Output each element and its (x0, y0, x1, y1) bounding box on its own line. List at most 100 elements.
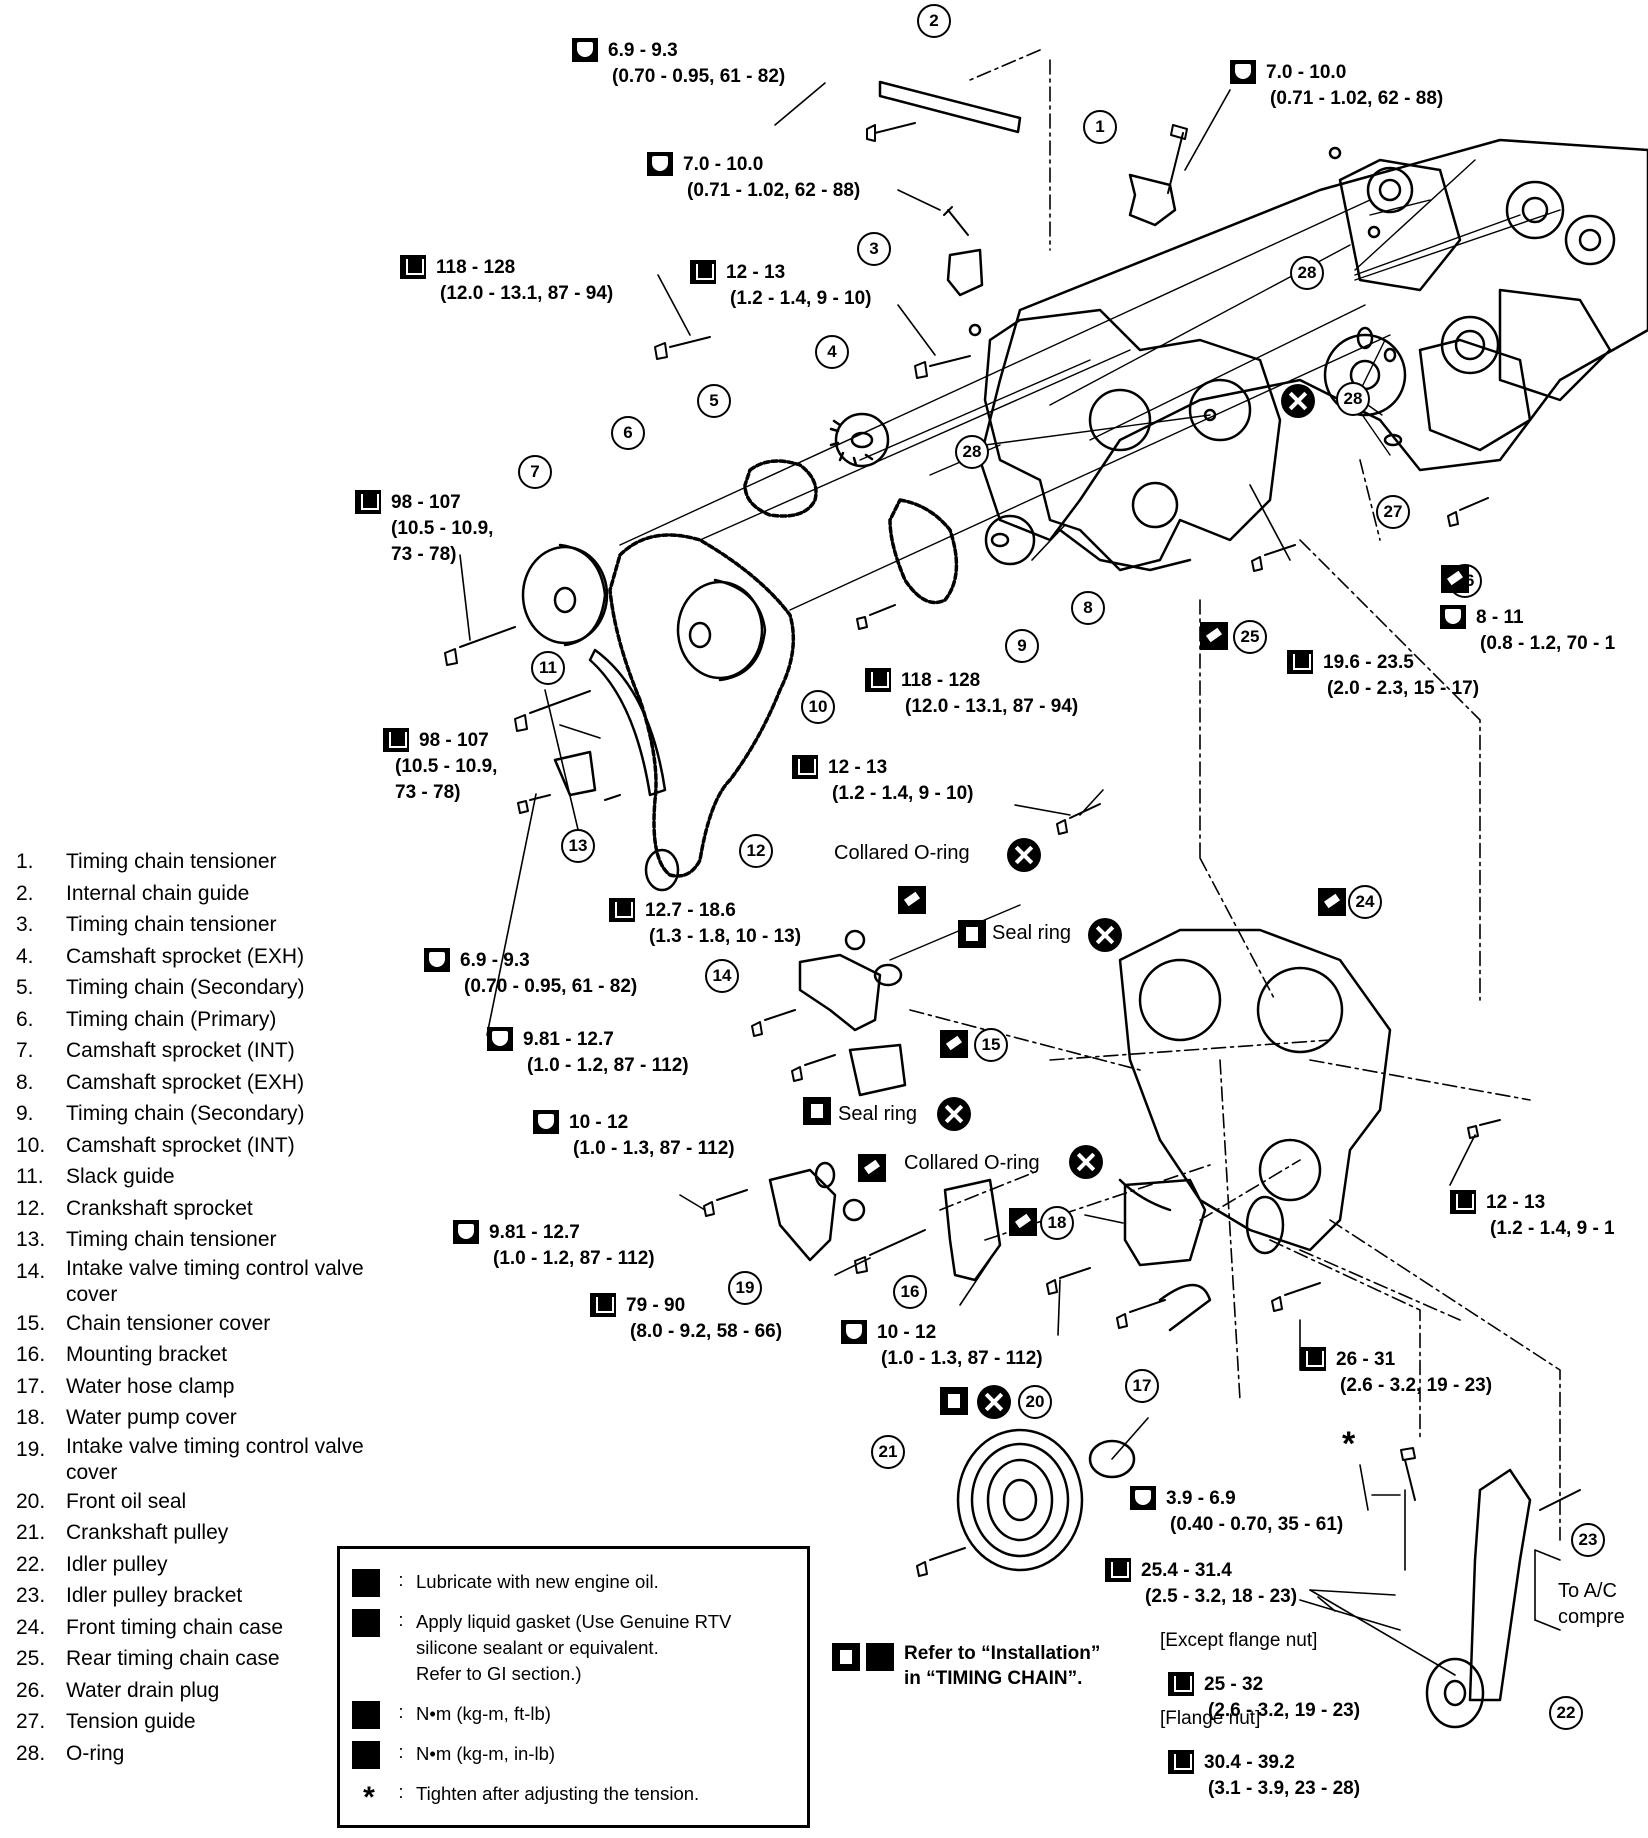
list-item: 13.Timing chain tensioner (16, 1228, 277, 1251)
callout: 11 (531, 651, 565, 685)
crankshaft-sprocket-12 (644, 848, 680, 892)
callout: 20 (1018, 1385, 1052, 1419)
callout: 15 (974, 1028, 1008, 1062)
torque-spec: 12 - 13(1.2 - 1.4, 9 - 10) (690, 260, 872, 312)
torque-inlb-icon (533, 1110, 559, 1134)
liquid-gasket-icon (898, 886, 926, 914)
list-item: 28.O-ring (16, 1741, 125, 1765)
collared-oring-label: Collared O-ring (904, 1152, 1040, 1174)
crankshaft-pulley-21 (956, 1428, 1084, 1572)
liquid-gasket-icon (858, 1154, 886, 1182)
idler-pulley-22 (1425, 1657, 1485, 1729)
list-item: 12.Crankshaft sprocket (16, 1196, 253, 1220)
hose-clamp-17 (1158, 1283, 1212, 1332)
torque-inlb-icon (424, 948, 450, 972)
torque-spec: 118 - 128(12.0 - 13.1, 87 - 94) (400, 255, 613, 307)
flange-nut-label: [Flange nut] (1160, 1708, 1261, 1729)
lubricate-oil-icon (803, 1097, 831, 1125)
liquid-gasket-icon (1441, 565, 1469, 593)
tensioner-3 (946, 248, 984, 297)
liquid-gasket-icon (1200, 622, 1228, 650)
parts-list: 1.Timing chain tensioner 2.Internal chai… (16, 846, 426, 1769)
refer-installation-label: Refer to “Installation” (904, 1643, 1101, 1664)
list-item: 5.Timing chain (Secondary) (16, 976, 305, 999)
torque-spec: 6.9 - 9.3(0.70 - 0.95, 61 - 82) (572, 38, 785, 90)
callout: 17 (1125, 1369, 1159, 1403)
replace-x-icon (937, 1097, 971, 1131)
list-item: 22.Idler pulley (16, 1552, 168, 1576)
cover-14 (798, 953, 882, 1032)
list-item: 9.Timing chain (Secondary) (16, 1102, 305, 1125)
torque-ftlb-icon (1287, 650, 1313, 674)
torque-ftlb-icon (1168, 1750, 1194, 1774)
callout: 18 (1040, 1206, 1074, 1240)
list-item: 10.Camshaft sprocket (INT) (16, 1133, 295, 1157)
legend-item: : N•m (kg-m, ft-lb) (352, 1701, 796, 1729)
asterisk-mark: * (1342, 1425, 1356, 1463)
torque-ftlb-icon (590, 1293, 616, 1317)
seal-ring-label: Seal ring (838, 1103, 917, 1125)
callout: 9 (1005, 629, 1039, 663)
to-ac-label: To A/C (1558, 1580, 1617, 1602)
list-item: 4.Camshaft sprocket (EXH) (16, 944, 305, 968)
torque-spec: 12 - 13(1.2 - 1.4, 9 - 10) (792, 755, 974, 807)
cover-15 (848, 1043, 907, 1097)
timing-chain-secondary-5 (743, 459, 818, 518)
cover-19 (768, 1168, 837, 1262)
torque-inlb-icon (453, 1220, 479, 1244)
list-item: 11.Slack guide (16, 1165, 175, 1188)
to-ac-label: compre (1558, 1606, 1625, 1628)
list-item: 15.Chain tensioner cover (16, 1311, 271, 1335)
callout: 28 (1290, 256, 1324, 290)
list-item: 1.Timing chain tensioner (16, 850, 277, 873)
torque-ftlb-icon (866, 1643, 894, 1671)
torque-spec: 25.4 - 31.4(2.5 - 3.2, 18 - 23) (1105, 1558, 1297, 1610)
replace-x-icon (977, 1385, 1011, 1419)
callout: 27 (1376, 495, 1410, 529)
except-flange-nut-label: [Except flange nut] (1160, 1630, 1318, 1651)
callout: 1 (1083, 110, 1117, 144)
callout: 7 (518, 455, 552, 489)
liquid-gasket-icon (1009, 1208, 1037, 1236)
lubricate-oil-icon (832, 1643, 860, 1671)
torque-spec: 7.0 - 10.0(0.71 - 1.02, 62 - 88) (647, 152, 860, 204)
liquid-gasket-icon (940, 1030, 968, 1058)
callout: 28 (955, 435, 989, 469)
torque-spec: 10 - 12(1.0 - 1.3, 87 - 112) (841, 1320, 1043, 1372)
front-oil-seal-20 (1088, 1439, 1136, 1479)
symbol-legend: : Lubricate with new engine oil. : Apply… (337, 1546, 810, 1828)
torque-inlb-icon (487, 1027, 513, 1051)
torque-spec: 9.81 - 12.7(1.0 - 1.2, 87 - 112) (453, 1220, 655, 1272)
tensioner-1 (1128, 173, 1177, 227)
torque-inlb-icon (1230, 60, 1256, 84)
liquid-gasket-icon (1318, 888, 1346, 916)
callout: 23 (1571, 1523, 1605, 1557)
lubricate-oil-icon (352, 1569, 380, 1597)
callout: 10 (801, 690, 835, 724)
list-item: 17.Water hose clamp (16, 1374, 235, 1398)
torque-spec: 9.81 - 12.7(1.0 - 1.2, 87 - 112) (487, 1027, 689, 1079)
callout: 16 (893, 1275, 927, 1309)
callout: 4 (815, 335, 849, 369)
lubricate-oil-icon (958, 920, 986, 948)
torque-ftlb-icon (383, 728, 409, 752)
list-item: 3.Timing chain tensioner (16, 913, 277, 936)
torque-spec: 10 - 12(1.0 - 1.3, 87 - 112) (533, 1110, 735, 1162)
camshaft-sprocket-exh-4 (834, 412, 890, 468)
list-item: 8.Camshaft sprocket (EXH) (16, 1070, 305, 1094)
callout: 12 (739, 834, 773, 868)
rear-timing-chain-case (983, 308, 1282, 572)
list-item: 25.Rear timing chain case (16, 1647, 280, 1670)
torque-spec: 25 - 32(2.6 - 3.2, 19 - 23) (1168, 1672, 1360, 1724)
torque-ftlb-icon (865, 668, 891, 692)
list-item: 21.Crankshaft pulley (16, 1521, 229, 1544)
replace-x-icon (1088, 918, 1122, 952)
torque-ftlb-icon (690, 260, 716, 284)
callout: 3 (857, 232, 891, 266)
callout: 6 (611, 416, 645, 450)
torque-spec: 79 - 90(8.0 - 9.2, 58 - 66) (590, 1293, 782, 1345)
internal-chain-guide-2 (878, 80, 1022, 134)
liquid-gasket-icon (352, 1609, 380, 1637)
